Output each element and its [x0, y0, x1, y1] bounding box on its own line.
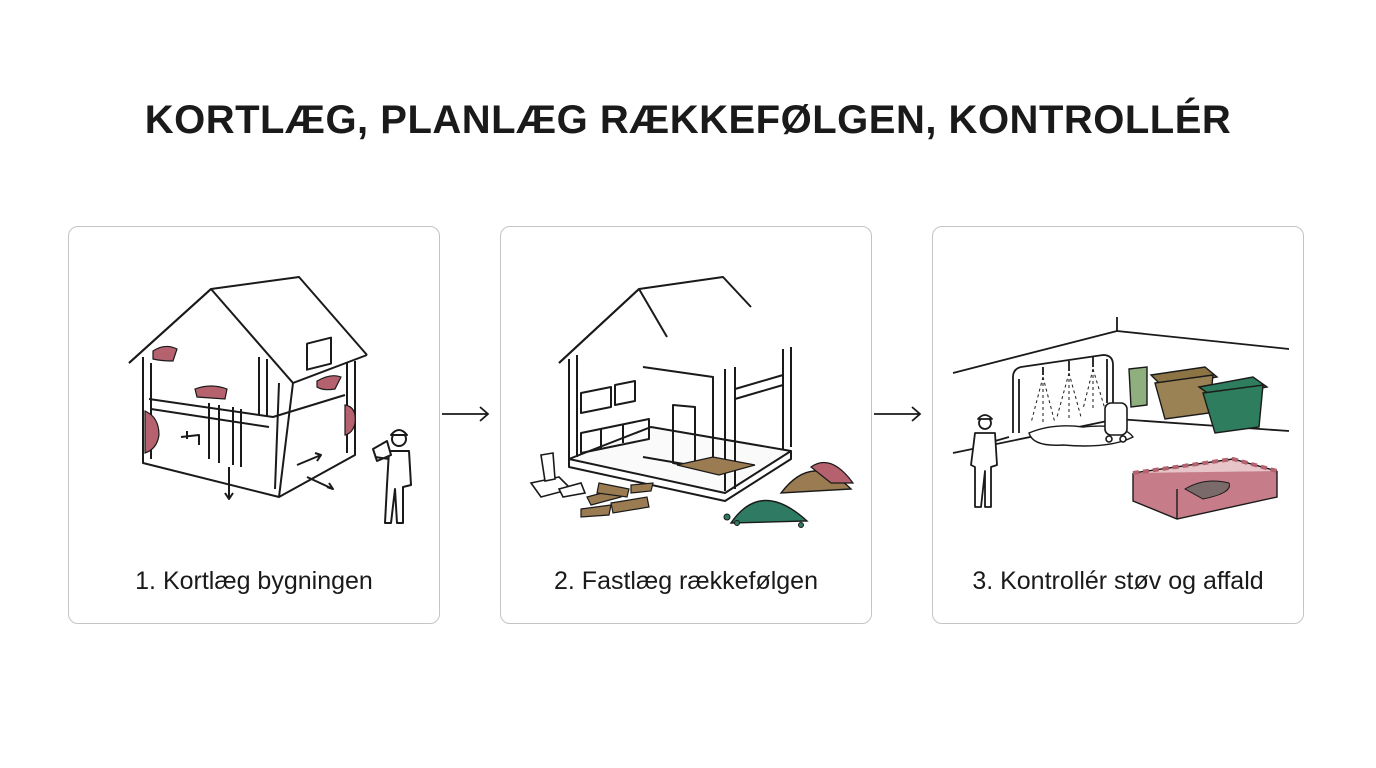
step-card-1: 1. Kortlæg bygningen	[68, 226, 440, 624]
demolition-sequence-icon	[529, 276, 855, 528]
page-title: KORTLÆG, PLANLÆG RÆKKEFØLGEN, KONTROLLÉR	[144, 98, 1232, 142]
step-label-3: 3. Kontrollér støv og affald	[972, 567, 1264, 595]
house-survey-icon	[128, 276, 412, 524]
step-label-1: 1. Kortlæg bygningen	[135, 567, 373, 595]
arrow-right-icon	[442, 406, 490, 422]
arrow-right-icon	[874, 406, 922, 422]
step-card-3: 3. Kontrollér støv og affald	[932, 226, 1304, 624]
step-label-2: 2. Fastlæg rækkefølgen	[554, 567, 818, 595]
dust-waste-control-icon	[952, 317, 1290, 520]
step-card-2: 2. Fastlæg rækkefølgen	[500, 226, 872, 624]
